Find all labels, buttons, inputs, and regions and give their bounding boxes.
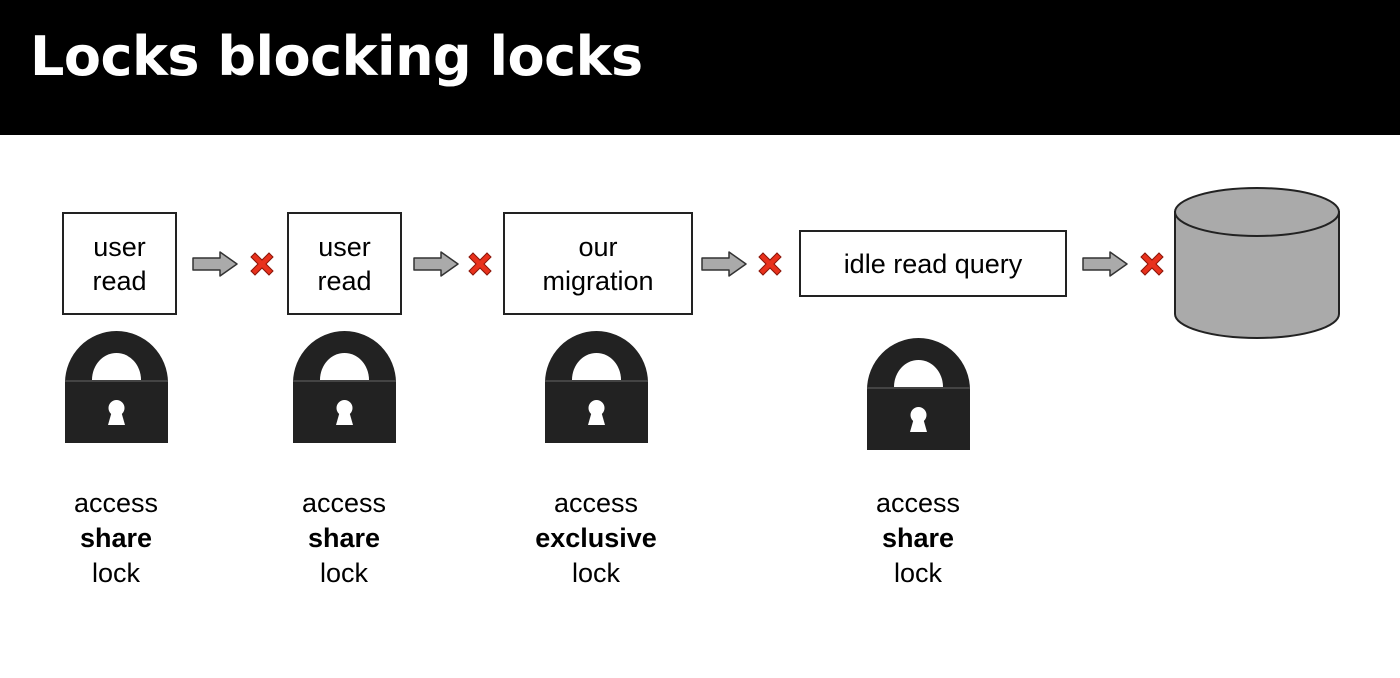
lock-caption-line: access <box>553 488 639 518</box>
lock-mode: share <box>881 523 955 553</box>
node-our-migration: our migration <box>503 212 693 315</box>
node-label-line: user <box>318 231 371 262</box>
node-user-read-2: user read <box>287 212 402 315</box>
node-idle-read-query: idle read query <box>799 230 1067 297</box>
lock-mode: exclusive <box>535 523 657 553</box>
title-bar: Locks blocking locks <box>0 0 1400 135</box>
node-label-line: user <box>93 231 146 262</box>
lock-caption-line: access <box>73 488 159 518</box>
lock-caption-2: access share lock <box>234 486 454 591</box>
right-arrow-icon <box>701 251 747 277</box>
lock-caption-line: access <box>301 488 387 518</box>
database-cylinder-icon <box>1174 187 1340 339</box>
lock-caption-line: lock <box>893 558 942 588</box>
lock-caption-1: access share lock <box>6 486 226 591</box>
node-label-line: read <box>92 265 147 296</box>
padlock-icon <box>293 331 396 443</box>
padlock-icon <box>545 331 648 443</box>
lock-caption-4: access share lock <box>808 486 1028 591</box>
node-label-line: migration <box>542 265 654 296</box>
node-label-line: our <box>578 231 618 262</box>
lock-mode: share <box>79 523 153 553</box>
red-x-icon <box>1140 252 1164 276</box>
padlock-icon <box>65 331 168 443</box>
right-arrow-icon <box>192 251 238 277</box>
padlock-icon <box>867 338 970 450</box>
slide-title: Locks blocking locks <box>30 25 643 88</box>
lock-caption-line: lock <box>571 558 620 588</box>
node-user-read-1: user read <box>62 212 177 315</box>
right-arrow-icon <box>1082 251 1128 277</box>
red-x-icon <box>250 252 274 276</box>
red-x-icon <box>468 252 492 276</box>
red-x-icon <box>758 252 782 276</box>
node-label-line: read <box>317 265 372 296</box>
lock-caption-line: lock <box>91 558 140 588</box>
lock-caption-line: lock <box>319 558 368 588</box>
lock-caption-3: access exclusive lock <box>486 486 706 591</box>
lock-caption-line: access <box>875 488 961 518</box>
lock-mode: share <box>307 523 381 553</box>
node-label-line: idle read query <box>843 248 1023 279</box>
right-arrow-icon <box>413 251 459 277</box>
